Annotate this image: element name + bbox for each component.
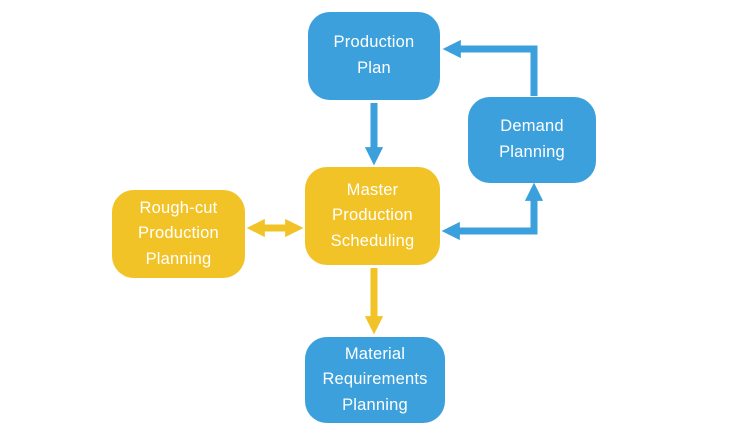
node-demand-planning: Demand Planning xyxy=(468,97,596,183)
node-rough-cut-production-planning: Rough-cut Production Planning xyxy=(112,190,245,278)
arrow-master-production-scheduling-demand-planning-bidirectional xyxy=(441,182,544,241)
node-master-production-scheduling-label: Master Production Scheduling xyxy=(330,180,415,250)
node-material-requirements-planning: Material Requirements Planning xyxy=(305,337,445,423)
node-production-plan: Production Plan xyxy=(308,12,440,100)
node-demand-planning-label: Demand Planning xyxy=(499,117,565,161)
node-material-requirements-planning-label: Material Requirements Planning xyxy=(322,344,428,414)
node-production-plan-label: Production Plan xyxy=(333,33,415,77)
node-rough-cut-production-planning-label: Rough-cut Production Planning xyxy=(138,198,219,268)
node-master-production-scheduling: Master Production Scheduling xyxy=(305,167,440,265)
arrow-demand-planning-to-production-plan xyxy=(442,39,538,96)
